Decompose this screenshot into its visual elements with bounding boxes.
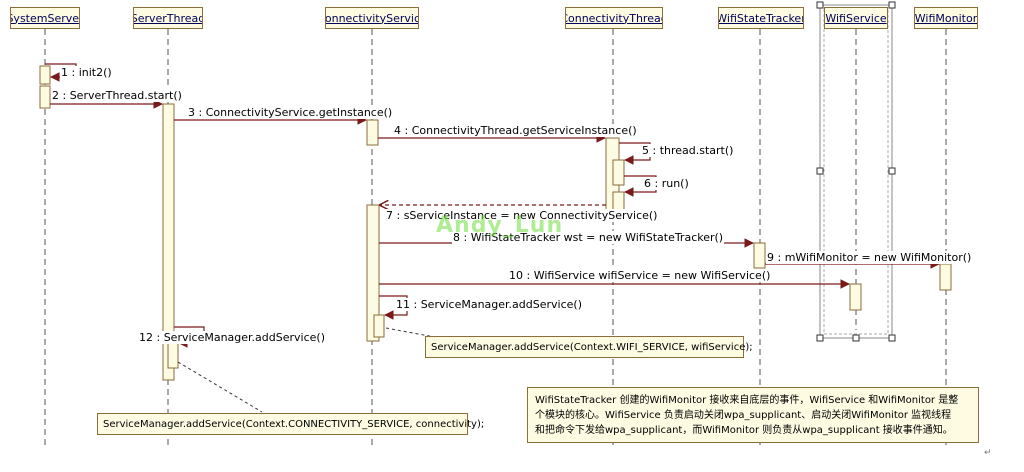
note-summary-line-2: 个模块的核心。WifiService 负责启动关闭wpa_supplicant、… [535, 410, 952, 421]
lifeline-header-connectivityservice[interactable]: ConnectivityService [325, 7, 419, 29]
activation-ss-1 [39, 65, 51, 85]
note-summary[interactable]: WifiStateTracker 创建的WifiMonitor 接收来自底层的事… [527, 387, 979, 443]
lifeline-header-wifimonitor[interactable]: WifiMonitor [914, 7, 978, 29]
msg-label-3: 3 : ConnectivityService.getInstance() [187, 106, 394, 119]
note-add-connectivity-service[interactable]: ServiceManager.addService(Context.CONNEC… [97, 413, 484, 435]
msg-label-5: 5 : thread.start() [641, 144, 735, 157]
return-mark: ↵ [984, 448, 992, 458]
activation-wm [939, 263, 952, 291]
lifeline-header-connectivitythread[interactable]: ConnectivityThread [565, 7, 663, 29]
note-anchors [177, 327, 441, 413]
activation-st-main [162, 103, 175, 381]
lifelines [44, 29, 947, 445]
note-summary-line-3: 和把命令下发给wpa_supplicant，而WifiMonitor 则负责从w… [535, 425, 953, 436]
activation-cs-main [366, 204, 380, 342]
activation-cs-3 [366, 119, 379, 146]
activation-st-12 [167, 342, 179, 369]
activation-wst [753, 242, 766, 269]
activation-ws [849, 283, 862, 311]
msg-label-9: 9 : mWifiMonitor = new WifiMonitor() [766, 251, 973, 264]
activation-cs-11 [373, 314, 385, 338]
watermark: Andy_Lun [436, 213, 564, 238]
msg-label-2: 2 : ServerThread.start() [51, 89, 183, 102]
msg-label-8: 8 : WifiStateTracker wst = new WifiState… [452, 231, 725, 244]
anchor-note-connectivity [177, 361, 263, 413]
msg-label-12: 12 : ServiceManager.addService() [138, 331, 326, 344]
lifeline-header-serverthread[interactable]: ServerThread [133, 7, 203, 29]
msg-label-10: 10 : WifiService wifiService = new WifiS… [508, 269, 772, 282]
msg-label-6: 6 : run() [643, 177, 690, 190]
lifeline-header-systemserver[interactable]: SystemServer [10, 7, 80, 29]
lifeline-header-wifistatetracker[interactable]: WifiStateTracker [718, 7, 804, 29]
activation-ss-2 [39, 85, 51, 109]
msg-label-4: 4 : ConnectivityThread.getServiceInstanc… [393, 124, 638, 137]
note-add-wifi-service[interactable]: ServiceManager.addService(Context.WIFI_S… [425, 336, 753, 358]
msg-label-1: 1 : init2() [60, 66, 113, 79]
activation-ct-5 [612, 159, 625, 186]
msg-label-11: 11 : ServiceManager.addService() [395, 298, 583, 311]
note-summary-line-1: WifiStateTracker 创建的WifiMonitor 接收来自底层的事… [535, 395, 959, 406]
msg-label-7: 7 : sServiceInstance = new ConnectivityS… [385, 209, 659, 222]
activation-bars [39, 65, 952, 381]
lifeline-header-wifiservice[interactable]: WifiService [824, 7, 888, 29]
